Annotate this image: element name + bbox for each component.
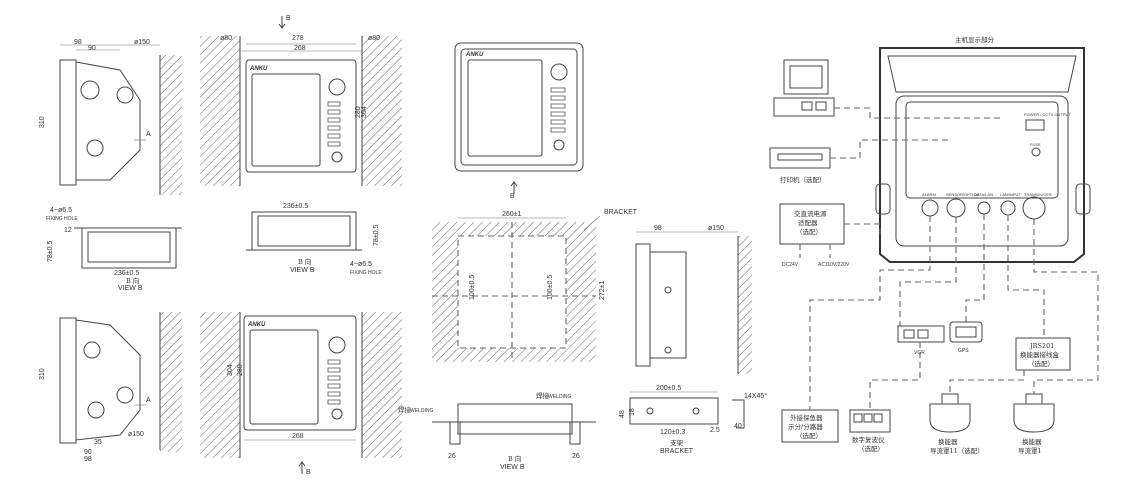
- view-b-cn-bottom: B 向: [508, 454, 521, 463]
- view-b-cn-left: B 向: [126, 276, 139, 285]
- cutout-template: 260±1 BRACKET 100±0.5 100±0.5 272±1: [432, 209, 638, 362]
- bracket-detail: 200±0.5 120±0.3 48 18 2.5 14X45° 40 支架 B…: [619, 385, 767, 455]
- dim-100a: 100±0.5: [469, 275, 476, 300]
- gps-label: GPS: [958, 348, 969, 354]
- dim-98-top: 98: [74, 39, 82, 46]
- dim-120: 120±0.3: [660, 429, 685, 436]
- brand-front: ANKU: [465, 52, 484, 58]
- dim-40: 40: [734, 423, 742, 430]
- arrow-a-top: A: [146, 131, 151, 138]
- dim-272: 272±1: [599, 280, 606, 300]
- dim-48: 48: [619, 410, 626, 418]
- fixing-hole-mid: FIXING HOLE: [350, 270, 382, 276]
- dim-268-top: 268: [294, 45, 306, 52]
- dim-310-bottom: 310: [39, 368, 46, 380]
- welding-left: WELDING: [410, 408, 433, 414]
- dim-12-left: 12: [64, 227, 72, 234]
- welding-cn-left: 焊接: [398, 405, 412, 414]
- printer-label: 打印机（选配）: [780, 175, 826, 184]
- bracket-label-top: BRACKET: [604, 209, 638, 216]
- dim-280-top: 280: [355, 106, 362, 118]
- ac-label: AC110V/220V: [818, 262, 850, 268]
- view-b-cn-mid: B 向: [298, 257, 311, 266]
- bottom-view-bracket: 焊接 WELDING 焊接 WELDING 26 26 B 向 VIEW B: [398, 391, 596, 471]
- dim-150-bottom: ø150: [128, 431, 144, 438]
- dim-100b: 100±0.5: [547, 275, 554, 300]
- dim-98-mid: 98: [654, 225, 662, 232]
- dim-260: 260±1: [502, 211, 522, 218]
- dim-4holes-left: 4−ø6.5: [50, 207, 72, 214]
- external-display-label: 外接探鱼器示分/分路器（选配）: [788, 413, 823, 440]
- dim-280-bottom: 280: [237, 364, 244, 376]
- dim-278-top: 278: [292, 35, 304, 42]
- fuse-label: FUSE: [1030, 142, 1041, 147]
- welding-right: WELDING: [548, 394, 571, 400]
- port3-label: DATA/LAN: [974, 192, 993, 197]
- front-mount-bottom: ANKU 268 304 280 B: [200, 312, 402, 476]
- port4-label: LAN/INPUT: [1000, 192, 1021, 197]
- brand-bottom: ANKU: [247, 322, 266, 328]
- view-b-mid-label: VIEW B: [290, 267, 315, 274]
- bracket-cn: 支架: [670, 438, 684, 447]
- dim-2: 2.5: [710, 427, 720, 434]
- front-mount-top: ANKU ø80 278 ø80 268 304 280 B: [200, 15, 402, 186]
- dim-310-top: 310: [39, 116, 46, 128]
- view-b-bottom-label: VIEW B: [500, 464, 525, 471]
- transducer1-label: 换能器导流罩11（选配）: [930, 437, 984, 455]
- dim-236-mid: 236±0.5: [283, 203, 308, 210]
- display-front: ANKU B: [454, 42, 584, 200]
- fixing-hole-left: FIXING HOLE: [46, 216, 78, 222]
- dim-304-bottom: 304: [227, 364, 234, 376]
- side-view-top: ø150 98 90 310 A: [39, 39, 182, 195]
- power-supply-label: 交直流电源适配器（选配）: [794, 209, 827, 236]
- digital-link-label: 数字复波仪（选配）: [852, 435, 885, 453]
- host-display-label: 主机显示部分: [955, 35, 995, 44]
- transducer2-label: 换能器导流罩1: [1018, 437, 1042, 455]
- dc24-label: DC24V: [782, 262, 799, 268]
- brand-top: ANKU: [249, 66, 268, 72]
- port2-label: SENSOR/OPTION: [946, 192, 979, 197]
- dim-150-top: ø150: [134, 39, 150, 46]
- arrow-a-bottom: A: [146, 397, 151, 404]
- dim-78-mid: 78±0.5: [373, 225, 380, 246]
- dim-14x45: 14X45°: [744, 392, 767, 400]
- dim-4holes-mid: 4−ø6.5: [350, 261, 372, 268]
- dim-90-top: 90: [88, 45, 96, 52]
- dim-26-right: 26: [572, 453, 580, 460]
- dim-268-bottom: 268: [292, 433, 304, 440]
- welding-cn-right: 焊接: [536, 391, 550, 400]
- side-view-bottom: 310 ø150 35 90 98 A: [39, 312, 182, 463]
- arrow-b-front: B: [510, 193, 515, 200]
- arrow-b-bottom: B: [306, 469, 311, 476]
- dim-90-bottom: 90: [84, 449, 92, 456]
- side-profile: ø150 98: [635, 225, 752, 374]
- dim-78-left: 78±0.5: [47, 241, 54, 262]
- arrow-b-top: B: [286, 15, 291, 22]
- view-b-left-label: VIEW B: [118, 285, 143, 292]
- port1-label: ALARM: [922, 192, 936, 197]
- dim-236-left: 236±0.5: [114, 270, 139, 277]
- dim-304-top: 304: [361, 106, 368, 118]
- connection-diagram: 主机显示部分 POWER / CCTV OUTPUT FUSE ALARM SE…: [769, 35, 1099, 455]
- port5-label: TRANSDUCER: [1024, 192, 1052, 197]
- dim-98-bottom: 98: [84, 456, 92, 463]
- view-b-middle: 236±0.5 78±0.5 4−ø6.5 FIXING HOLE B 向 VI…: [246, 203, 382, 276]
- dim-200: 200±0.5: [656, 385, 681, 392]
- dim-18: 18: [629, 408, 636, 416]
- dim-150-mid: ø150: [708, 225, 724, 232]
- bracket-label: BRACKET: [660, 448, 694, 455]
- dim-80-top-right: ø80: [368, 35, 380, 42]
- dim-80-top-left: ø80: [220, 35, 232, 42]
- dim-26-left: 26: [448, 453, 456, 460]
- panel-label: POWER / CCTV OUTPUT: [1024, 112, 1071, 117]
- view-b-left: 4−ø6.5 FIXING HOLE 12 78±0.5 236±0.5 B 向…: [46, 207, 182, 292]
- dim-35-bottom: 35: [94, 439, 102, 446]
